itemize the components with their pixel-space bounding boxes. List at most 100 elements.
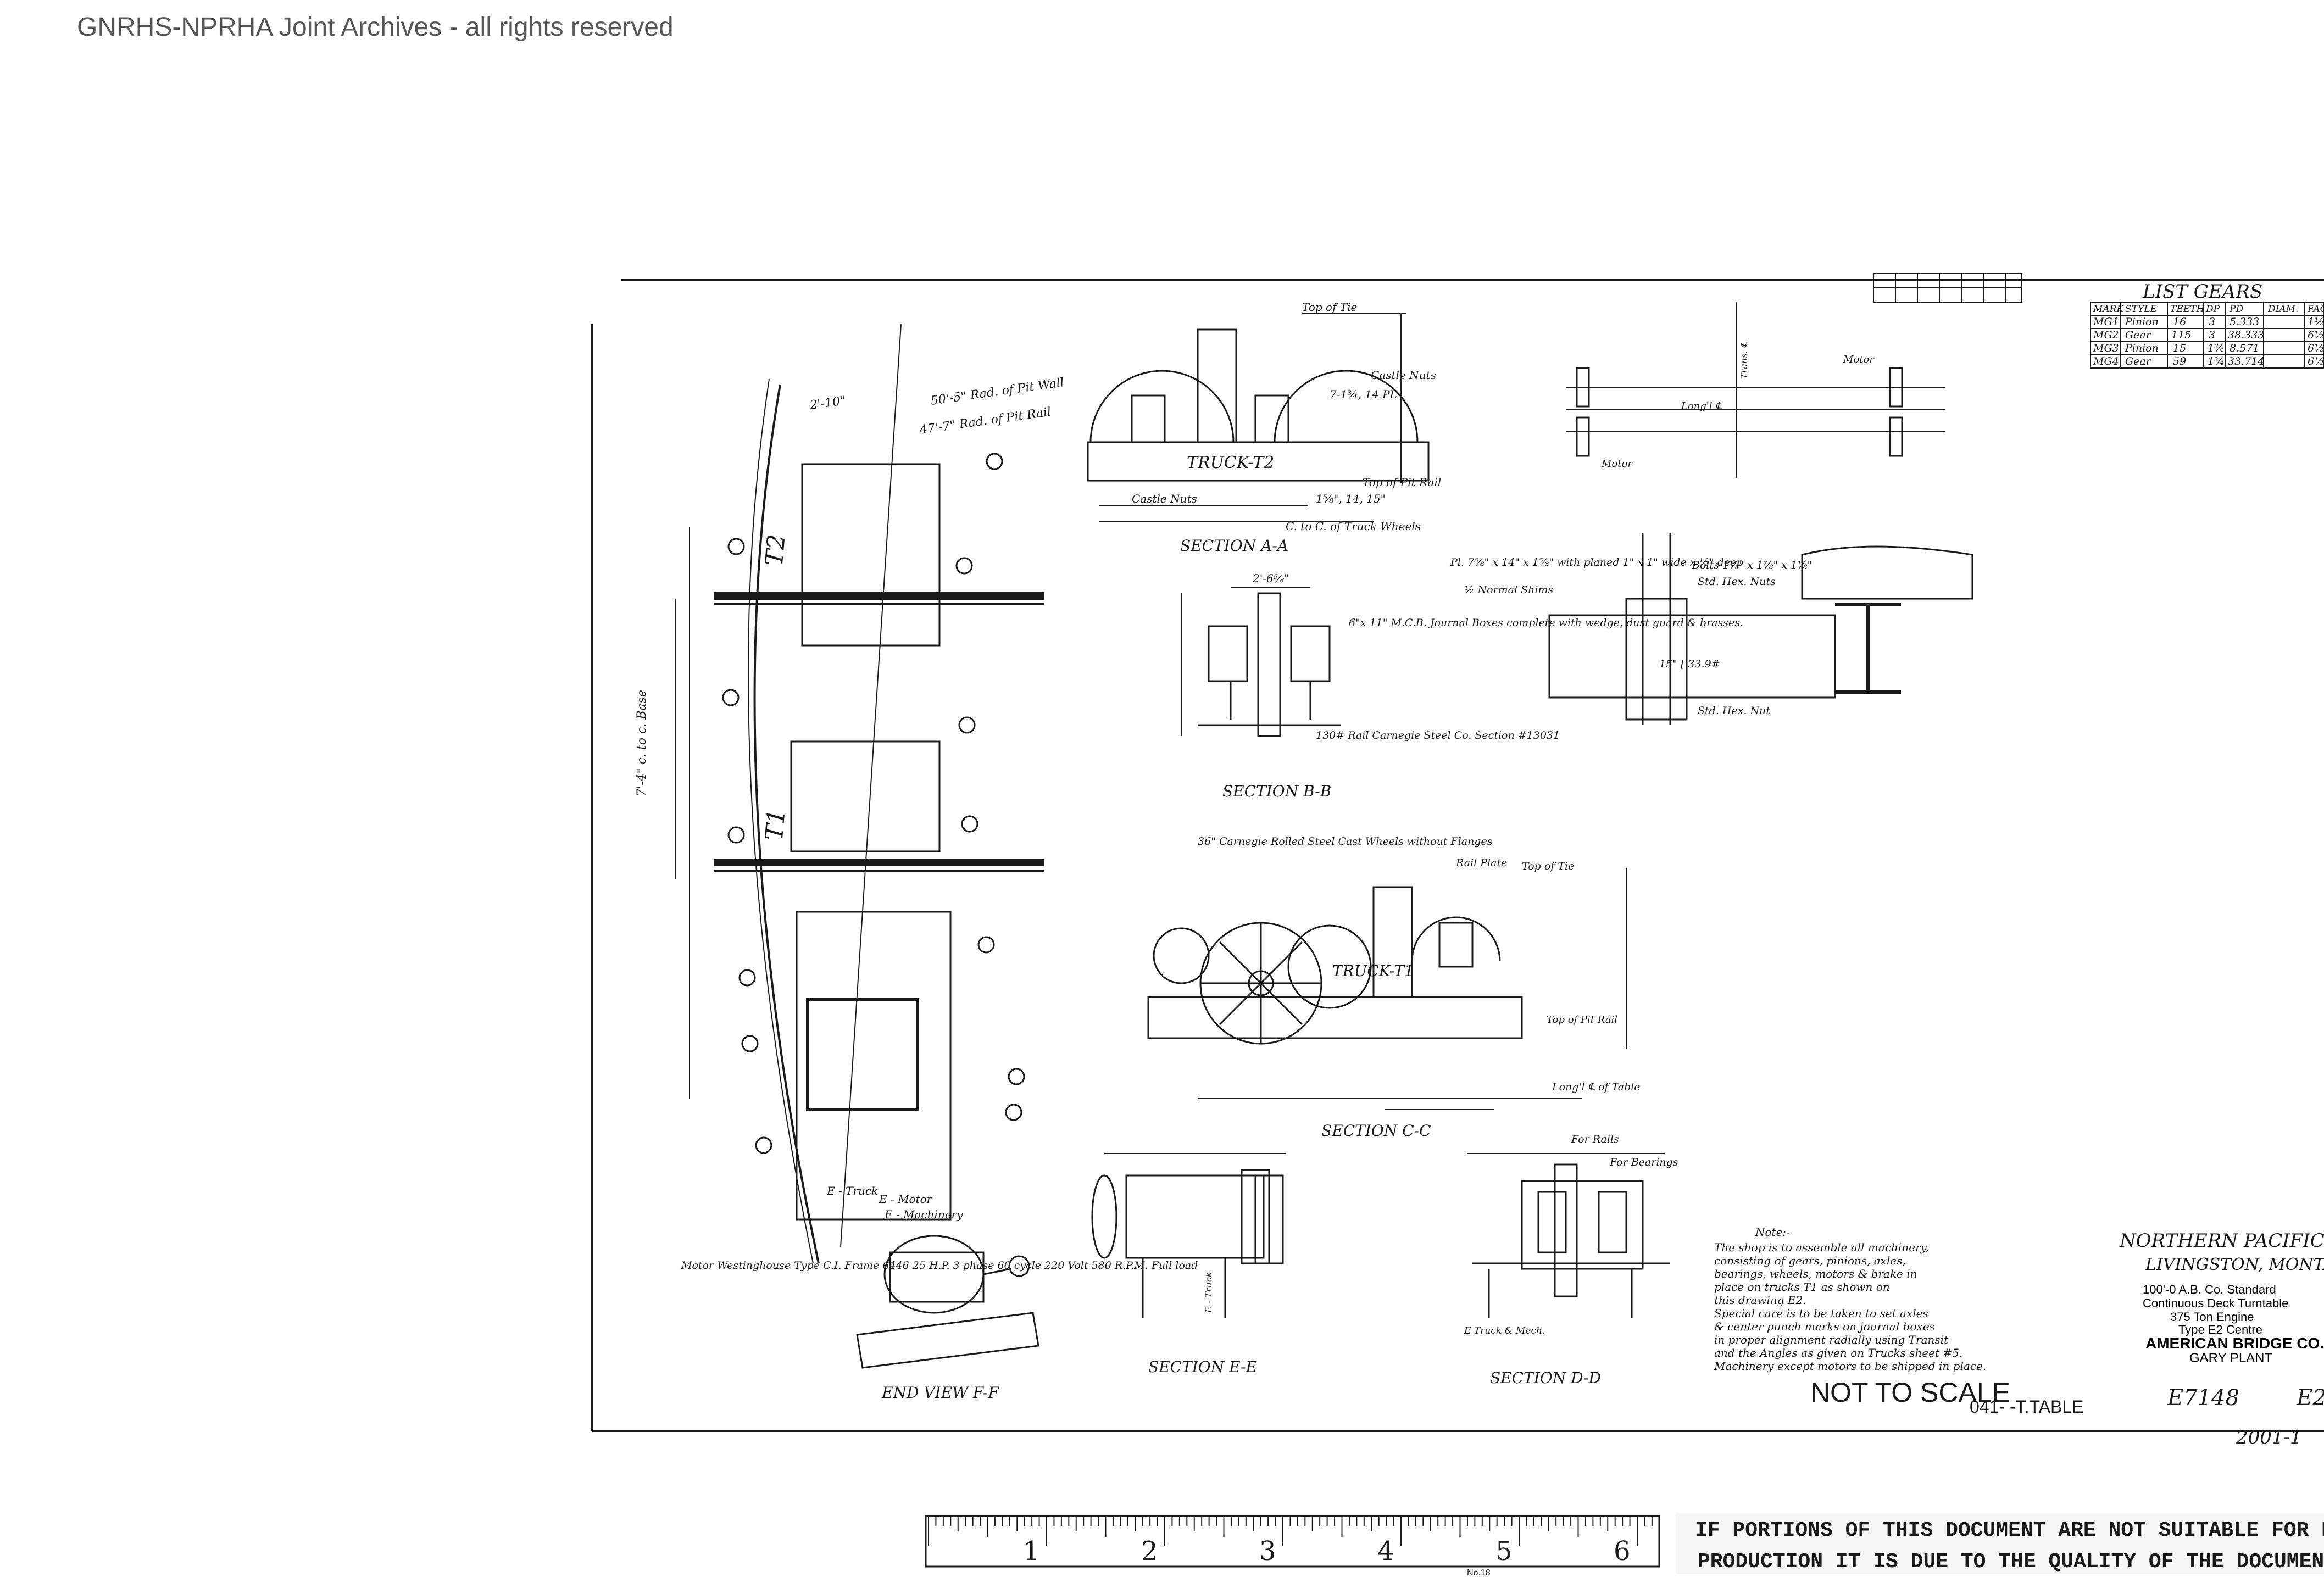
label-top-of-pit-rail-cc: Top of Pit Rail xyxy=(1547,1014,1617,1026)
note-line: Special care is to be taken to set axles xyxy=(1714,1307,1928,1320)
label-end-view-ff: END VIEW F-F xyxy=(881,1384,999,1402)
gear-table-title: LIST GEARS xyxy=(2142,281,2262,303)
section-ee-labels: E - Truck SECTION E-E xyxy=(1148,1272,1257,1376)
label-long-table: Long'l ℄ of Table xyxy=(1552,1081,1641,1093)
note-line: & center punch marks on journal boxes xyxy=(1714,1320,1935,1333)
drawing-border xyxy=(591,279,2324,1432)
section-dd-labels: For Rails For Bearings E Truck & Mech. S… xyxy=(1464,1133,1678,1387)
title-railway: NORTHERN PACIFIC RWY. xyxy=(2119,1230,2324,1252)
gear-row-mark: MG4 xyxy=(2093,355,2119,367)
label-motor-b: Motor xyxy=(1601,458,1633,470)
label-cl-truck-wheels: C. to C. of Truck Wheels xyxy=(1286,520,1421,533)
label-e-machinery: E - Machinery xyxy=(884,1208,963,1221)
title-block: NORTHERN PACIFIC RWY. LIVINGSTON, MONTAN… xyxy=(2119,1230,2324,1448)
title-description2: Continuous Deck Turntable xyxy=(2143,1296,2288,1310)
title-file-no: 2001-1 xyxy=(2236,1426,2302,1448)
section-dd-drawing xyxy=(1467,1153,1670,1318)
gear-row-mark: MG2 xyxy=(2093,329,2119,341)
label-e-truck-ee: E - Truck xyxy=(1203,1272,1214,1313)
file-code: 041- -T.TABLE xyxy=(1970,1397,2083,1417)
section-aa-drawing xyxy=(1087,313,1430,522)
title-description3: 375 Ton Engine xyxy=(2170,1310,2254,1324)
label-motor-a: Motor xyxy=(1843,354,1875,365)
label-section-cc: SECTION C-C xyxy=(1321,1122,1431,1140)
title-description4: Type E2 Centre xyxy=(2178,1323,2262,1336)
label-top-of-tie-cc: Top of Tie xyxy=(1522,860,1574,872)
section-cc-labels: 36" Carnegie Rolled Steel Cast Wheels wi… xyxy=(1198,835,1641,1140)
ruler-number: 6 xyxy=(1614,1536,1631,1567)
note-line: bearings, wheels, motors & brake in xyxy=(1714,1267,1917,1280)
gear-row-teeth: 16 xyxy=(2173,316,2186,328)
gear-col-pd: PD xyxy=(2229,304,2243,315)
label-t2: T2 xyxy=(760,533,791,567)
section-bb-labels: 2'-6⅝" 6"x 11" M.C.B. Journal Boxes comp… xyxy=(1222,572,1743,800)
label-pit-wall: 50'-5" Rad. of Pit Wall xyxy=(930,376,1065,408)
note-line: and the Angles as given on Trucks sheet … xyxy=(1714,1346,1962,1359)
gear-row-pd: 33.714 xyxy=(2228,355,2264,367)
label-motor-note: Motor Westinghouse Type C.I. Frame 6446 … xyxy=(681,1260,1198,1272)
title-description1: 100'-0 A.B. Co. Standard xyxy=(2143,1283,2276,1296)
section-aa-labels: TRUCK-T2 Top of Tie Castle Nuts 7-1¾, 14… xyxy=(1132,300,1441,555)
label-for-rails: For Rails xyxy=(1571,1133,1619,1145)
label-e-truck-mech: E Truck & Mech. xyxy=(1464,1325,1545,1336)
ruler-number: 3 xyxy=(1259,1536,1276,1567)
label-wheels-note: 36" Carnegie Rolled Steel Cast Wheels wi… xyxy=(1198,835,1493,848)
label-section-dd: SECTION D-D xyxy=(1490,1369,1601,1387)
gear-row-style: Pinion xyxy=(2125,316,2159,328)
gear-row-pd: 38.333 xyxy=(2228,329,2264,341)
disclaimer-line1: IF PORTIONS OF THIS DOCUMENT ARE NOT SUI… xyxy=(1695,1519,2324,1542)
section-cc-drawing xyxy=(1147,868,1627,1110)
archive-header: GNRHS-NPRHA Joint Archives - all rights … xyxy=(77,13,674,42)
gear-row-style: Gear xyxy=(2125,329,2152,341)
label-section-aa: SECTION A-A xyxy=(1180,537,1288,555)
gear-col-face: FACE xyxy=(2307,304,2324,315)
plan-view xyxy=(675,324,1044,1264)
gear-row-face: 1½ xyxy=(2308,316,2324,328)
gear-col-diam: DIAM. xyxy=(2267,304,2298,315)
label-wheel-base: 7'-4" c. to c. Base xyxy=(635,690,649,796)
title-drawing-no: E7148 xyxy=(2167,1385,2239,1411)
label-rail-plate: Rail Plate xyxy=(1455,857,1507,869)
label-e-motor: E - Motor xyxy=(879,1192,933,1206)
revision-grid xyxy=(1873,273,2022,303)
label-for-bearings: For Bearings xyxy=(1609,1156,1678,1168)
gear-row-dp: 3 xyxy=(2209,316,2215,328)
title-sheet: E2 xyxy=(2296,1385,2324,1411)
gear-col-dp: DP xyxy=(2205,304,2220,315)
gear-row-dp: 3 xyxy=(2209,329,2215,341)
gear-row-mark: MG1 xyxy=(2093,316,2119,328)
label-t1: T1 xyxy=(760,808,791,842)
note-line: in proper alignment radially using Trans… xyxy=(1714,1333,1949,1346)
section-ee-drawing xyxy=(1091,1153,1286,1318)
label-trans-axis: Trans. ℄ xyxy=(1739,342,1749,379)
label-truck-t1: TRUCK-T1 xyxy=(1332,962,1414,980)
plan-view-labels: T2 T1 2'-10" 50'-5" Rad. of Pit Wall 47'… xyxy=(635,376,1065,1221)
label-long-axis: Long'l ℄ xyxy=(1681,400,1722,412)
label-castle-nuts: Castle Nuts xyxy=(1371,369,1436,382)
gear-row-dp: 1¾ xyxy=(2208,355,2225,367)
label-top-of-pit-rail: Top of Pit Rail xyxy=(1363,476,1441,489)
gear-row-teeth: 59 xyxy=(2173,355,2186,367)
gear-col-style: STYLE xyxy=(2125,304,2157,315)
note-line: Machinery except motors to be shipped in… xyxy=(1714,1359,1986,1373)
note-line: consisting of gears, pinions, axles, xyxy=(1714,1254,1906,1267)
channel-detail xyxy=(1548,533,1973,725)
motor-schematic-labels: Motor Motor Long'l ℄ Trans. ℄ xyxy=(1601,342,1875,470)
channel-detail-labels: Pl. 7⅝" x 14" x 1⅝" with planed 1" x 1" … xyxy=(1450,556,1812,717)
not-to-scale-stamp: NOT TO SCALE xyxy=(1810,1377,2010,1408)
ruler-number: 1 xyxy=(1023,1536,1040,1567)
disclaimer: IF PORTIONS OF THIS DOCUMENT ARE NOT SUI… xyxy=(1676,1513,2324,1574)
gear-row-dp: 1¾ xyxy=(2208,342,2225,354)
gear-row-mark: MG3 xyxy=(2093,342,2119,354)
section-bb-drawing xyxy=(1181,587,1341,737)
gear-row-face: 6½ xyxy=(2308,355,2324,367)
ruler-number: 2 xyxy=(1141,1536,1158,1567)
end-view-ff xyxy=(856,1235,1039,1369)
gear-row-pd: 5.333 xyxy=(2230,316,2259,328)
label-dim-2-6: 2'-6⅝" xyxy=(1252,572,1289,585)
gear-row-teeth: 115 xyxy=(2171,329,2191,341)
title-location: LIVINGSTON, MONTANA. xyxy=(2145,1255,2324,1274)
disclaimer-line2: PRODUCTION IT IS DUE TO THE QUALITY OF T… xyxy=(1698,1550,2324,1574)
